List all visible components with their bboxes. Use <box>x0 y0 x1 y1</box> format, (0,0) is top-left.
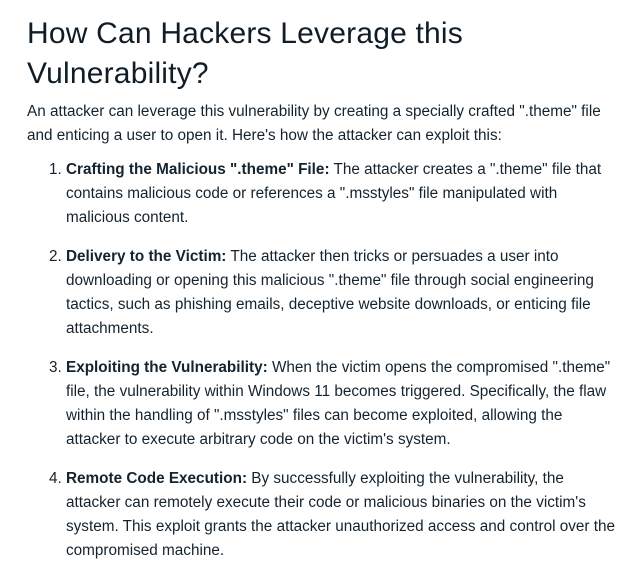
step-text: When the victim opens the compromised ".… <box>66 359 611 448</box>
step-text: The attacker creates a ".theme" file tha… <box>66 161 602 226</box>
article-section: How Can Hackers Leverage this Vulnerabil… <box>27 14 619 578</box>
exploit-steps-list: Crafting the Malicious ".theme" File: Th… <box>27 158 619 563</box>
step-title: Crafting the Malicious ".theme" File: <box>66 161 330 178</box>
step-title: Exploiting the Vulnerability: <box>66 359 268 376</box>
list-item: Exploiting the Vulnerability: When the v… <box>66 356 619 452</box>
intro-paragraph: An attacker can leverage this vulnerabil… <box>27 103 601 144</box>
section-heading: How Can Hackers Leverage this Vulnerabil… <box>27 17 463 90</box>
list-item: Crafting the Malicious ".theme" File: Th… <box>66 158 619 230</box>
step-title: Remote Code Execution: <box>66 470 248 487</box>
step-text: By successfully exploiting the vulnerabi… <box>66 470 615 559</box>
list-item: Remote Code Execution: By successfully e… <box>66 467 619 563</box>
step-title: Delivery to the Victim: <box>66 248 227 265</box>
list-item: Delivery to the Victim: The attacker the… <box>66 245 619 341</box>
step-text: The attacker then tricks or persuades a … <box>66 248 594 337</box>
